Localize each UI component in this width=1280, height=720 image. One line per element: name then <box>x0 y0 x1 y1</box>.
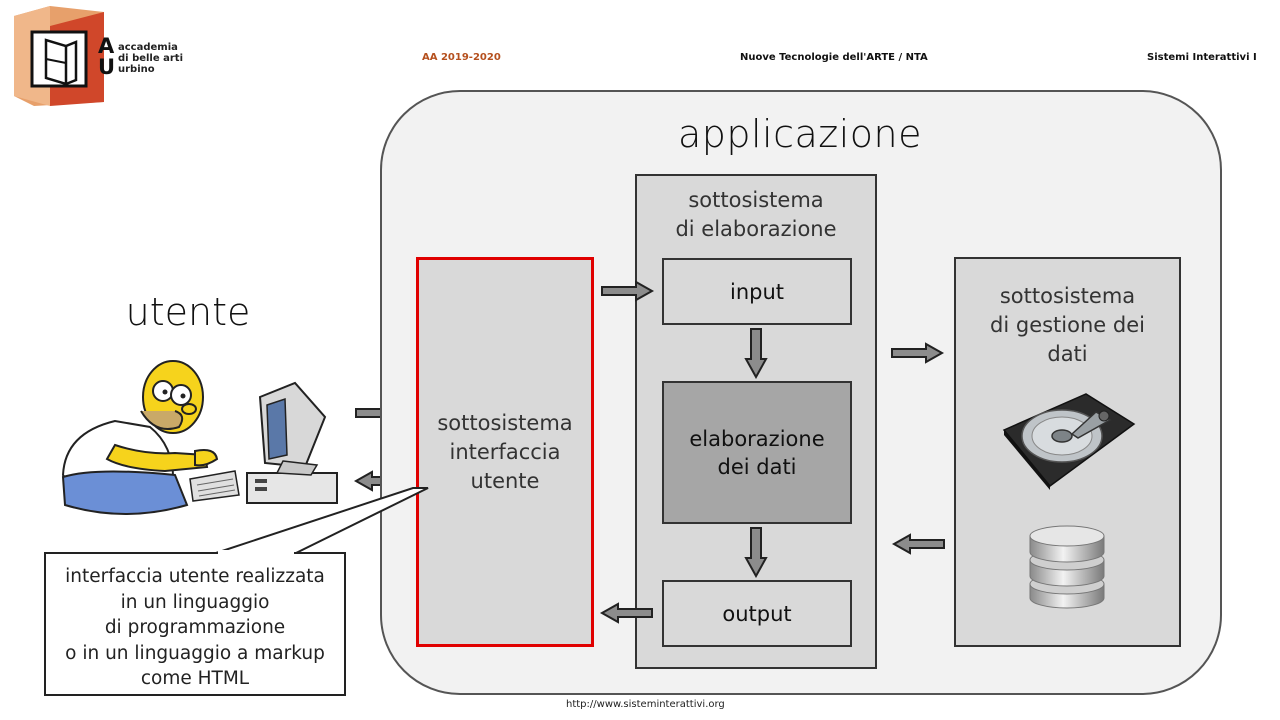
academy-logo: A U accademia di belle arti urbino <box>6 6 196 108</box>
processing-line-2: dei dati <box>717 454 797 479</box>
logo-line-3: urbino <box>118 64 155 75</box>
logo-mark-icon <box>14 6 104 106</box>
arrow-processing-to-data <box>891 342 945 364</box>
callout-line-5: come HTML <box>140 668 250 689</box>
user-label: utente <box>125 290 251 334</box>
processing-subsystem-line-2: di elaborazione <box>675 217 837 241</box>
input-label: input <box>729 279 785 304</box>
callout-box: interfaccia utente realizzata in un ling… <box>44 552 346 696</box>
callout-line-1: interfaccia utente realizzata <box>65 566 325 587</box>
ui-subsystem-box: sottosistema interfaccia utente <box>416 257 594 647</box>
processing-box: elaborazione dei dati <box>662 381 852 524</box>
logo-letter-a: A <box>98 34 115 58</box>
processing-subsystem-line-1: sottosistema <box>688 188 824 212</box>
header-course: Nuove Tecnologie dell'ARTE / NTA <box>740 52 928 63</box>
logo-letter-u: U <box>98 55 116 79</box>
user-at-computer-illustration <box>61 360 338 515</box>
header-year: AA 2019-2020 <box>422 52 501 63</box>
logo-line-1: accademia <box>118 42 178 53</box>
arrow-data-to-processing <box>891 533 945 555</box>
data-subsystem-line-3: dati <box>1047 342 1088 366</box>
footer-url[interactable]: http://www.sisteminterattivi.org <box>566 699 725 710</box>
ui-subsystem-line-1: sottosistema <box>437 410 573 435</box>
application-title: applicazione <box>677 112 923 156</box>
arrow-ui-to-input <box>601 280 655 302</box>
ui-subsystem-line-2: interfaccia <box>449 439 561 464</box>
output-box: output <box>662 580 852 647</box>
data-subsystem-title: sottosistema di gestione dei dati <box>960 282 1175 369</box>
database-icon <box>1029 525 1105 609</box>
callout-line-4: o in un linguaggio a markup <box>65 642 325 664</box>
arrow-processing-to-output <box>744 527 768 578</box>
arrow-input-to-processing <box>744 328 768 379</box>
ui-subsystem-line-3: utente <box>470 468 540 493</box>
callout-line-3: di programmazione <box>104 617 286 638</box>
data-subsystem-line-2: di gestione dei <box>990 313 1145 337</box>
processing-subsystem-title: sottosistema di elaborazione <box>650 186 862 244</box>
header-subject: Sistemi Interattivi I <box>1147 52 1257 63</box>
processing-line-1: elaborazione <box>689 426 825 451</box>
input-box: input <box>662 258 852 325</box>
output-label: output <box>722 601 792 626</box>
arrow-output-to-ui <box>599 602 653 624</box>
callout-line-2: in un linguaggio <box>120 591 270 613</box>
hard-disk-icon <box>1002 393 1136 490</box>
data-subsystem-line-1: sottosistema <box>999 284 1136 308</box>
logo-line-2: di belle arti <box>118 53 184 64</box>
